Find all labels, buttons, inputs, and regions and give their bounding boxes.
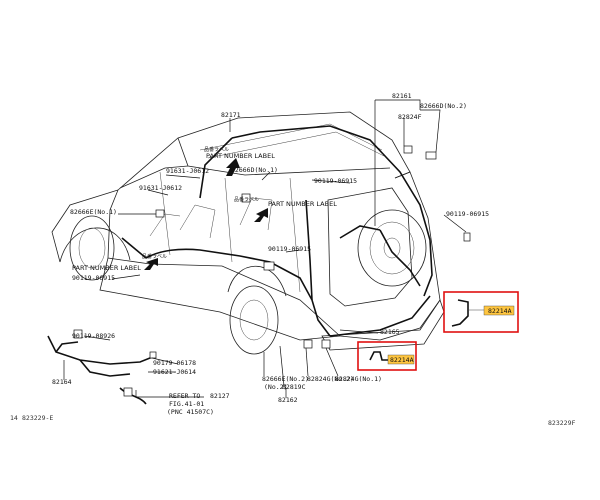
jp-label-3: 品番ラベル [142,253,167,260]
label-82666E-no2-b: (No.2) [264,383,287,391]
vehicle-body-outline [51,111,445,355]
highlight-box-82214-lower [357,341,417,371]
label-82666E-no1: 82666E(No.1) [70,208,117,216]
label-82171: 82171 [221,111,241,119]
label-90119-06915-c: 90119-06915 [268,245,311,253]
footer-right-code: 823229F [548,419,575,427]
label-90119-06915-b: 90119-06915 [446,210,489,218]
label-82819C: 82819C [282,383,306,391]
label-82165: 82165 [380,328,400,336]
footer: 14 823229-E 823229F [10,414,575,427]
arrow-icon [144,258,158,270]
refer-line-1: REFER TO [169,392,200,400]
part-number-arrows [144,158,268,270]
label-82666D-no2: 82666D(No.2) [420,102,467,110]
refer-line-2: FIG.41-01 [169,400,204,408]
label-82161: 82161 [392,92,412,100]
label-82164: 82164 [52,378,72,386]
label-82127: 82127 [210,392,230,400]
part-number-label-3: PART NUMBER LABEL [72,264,141,272]
part-number-label-1: PART NUMBER LABEL [206,152,275,160]
label-82824G-no1: 82824G(No.1) [335,375,382,383]
wire-harness [47,125,471,405]
footer-left-marker: 14 [10,414,18,422]
label-82824F: 82824F [398,113,422,121]
jp-label-2: 品番ラベル [234,196,259,203]
label-91631: 91631-J0612 [166,167,209,175]
label-90119-06915-a: 90119-06915 [314,177,357,185]
refer-line-3: (PNC 41507C) [167,408,214,416]
label-91631-b: 91631-J0612 [139,184,182,192]
label-82666D-no1: 82666D(No.1) [231,166,278,174]
part-number-label-2: PART NUMBER LABEL [268,200,337,208]
label-90119-06915-d: 90119-06915 [72,274,115,282]
footer-left-code: 823229-E [22,414,53,422]
label-91621-J0614: 91621-J0614 [153,368,196,376]
label-82214-upper: 82214A [488,307,512,315]
label-82824G-no2: 82824G(No.2) [307,375,354,383]
label-82666E-no2-a: 82666E(No.2) [262,375,309,383]
arrow-icon [226,158,240,176]
label-90119-08926: 90119-08926 [72,332,115,340]
leader-lines [63,99,467,398]
label-90179-06178: 90179-06178 [153,359,196,367]
jp-label-1: 品番ラベル [204,146,229,153]
label-82162: 82162 [278,396,298,404]
arrow-icon [254,208,268,222]
part-labels: 82161 82666D(No.2) 82824F 82171 品番ラベル PA… [52,92,512,416]
label-82214-lower: 82214A [390,356,414,364]
highlight-box-82214-upper [443,291,519,333]
